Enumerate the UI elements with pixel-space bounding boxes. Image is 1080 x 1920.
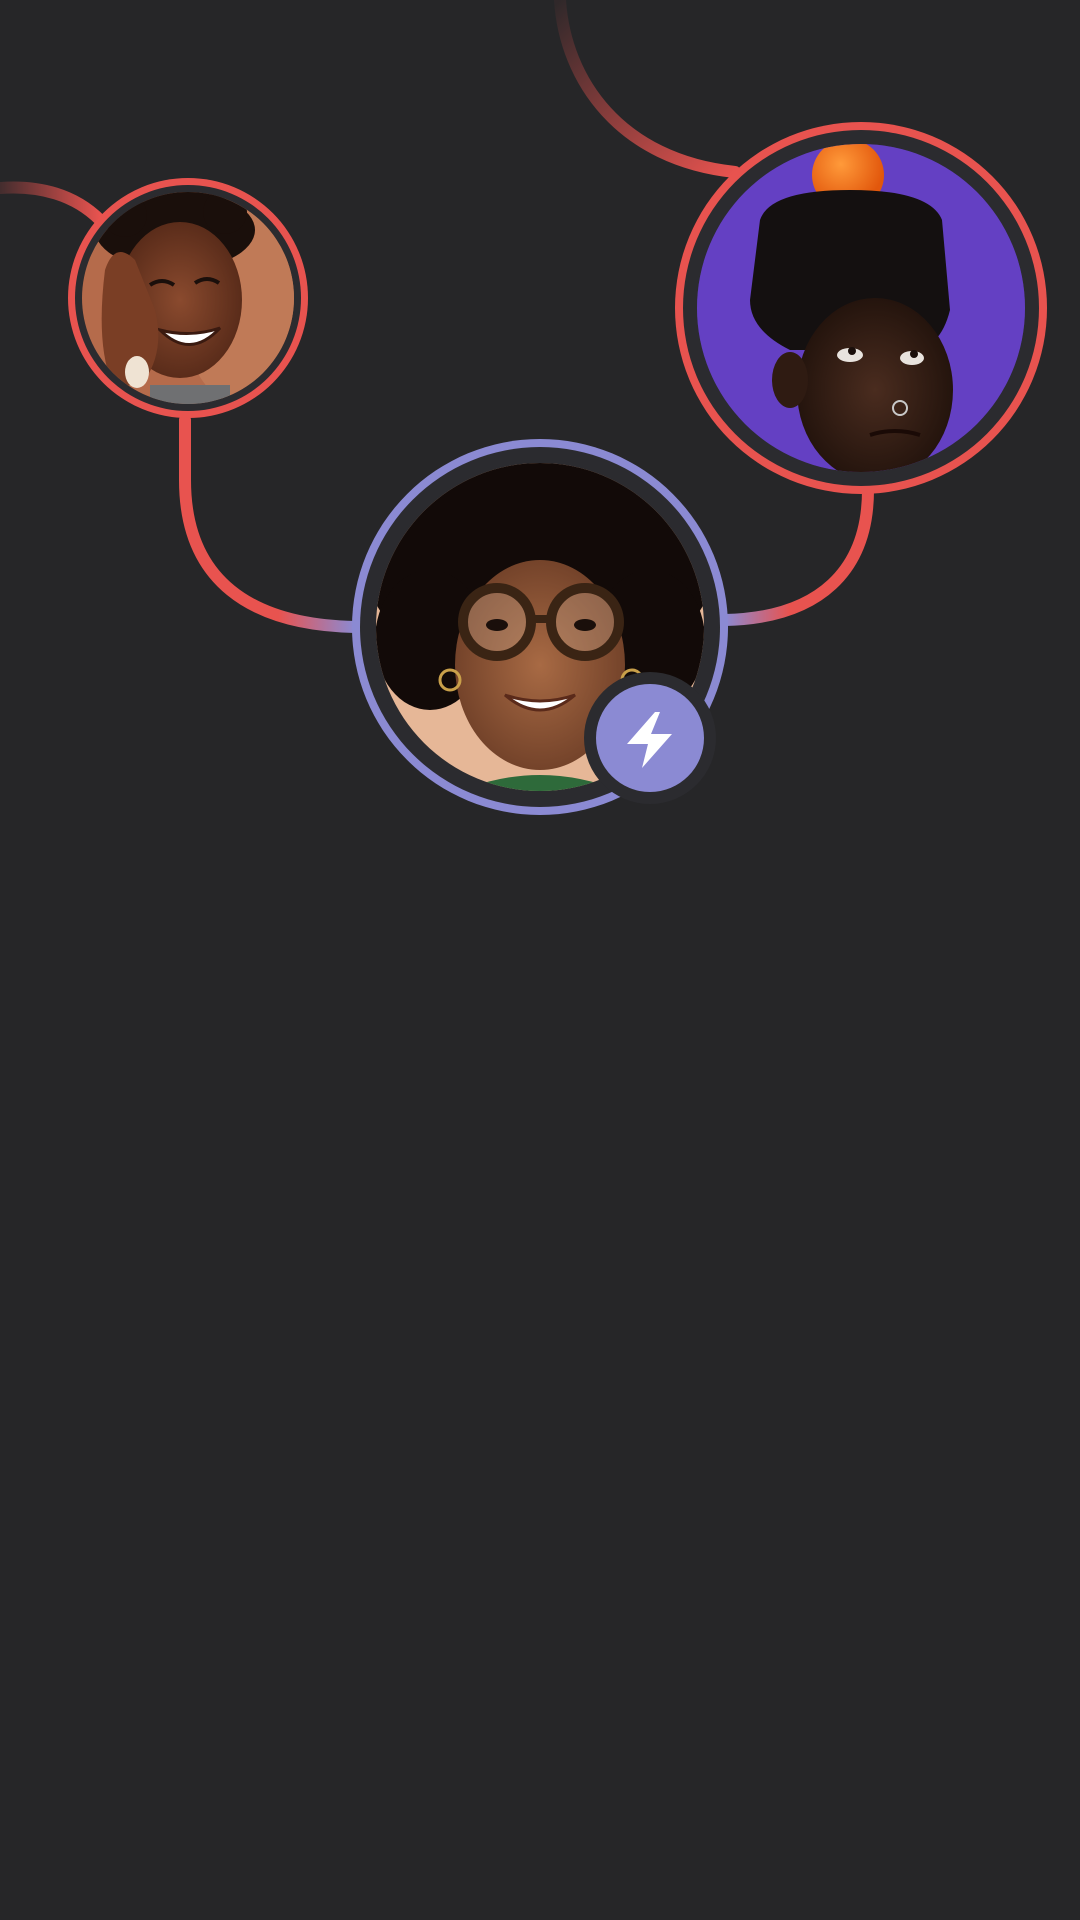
connector-top-left [0,181,106,226]
avatar-left[interactable] [68,178,320,425]
connector-right-center [719,484,874,626]
person-orange-on-head-avatar [697,144,1025,472]
person-glasses-avatar [376,463,704,791]
connector-left-center [179,414,361,633]
avatar-right[interactable] [675,122,1047,494]
connector-top-right [554,0,741,178]
person-laughing-avatar [82,192,294,404]
lightning-badge[interactable] [584,672,716,804]
avatar-center[interactable] [352,435,728,815]
lightning-bolt-icon [627,712,672,768]
